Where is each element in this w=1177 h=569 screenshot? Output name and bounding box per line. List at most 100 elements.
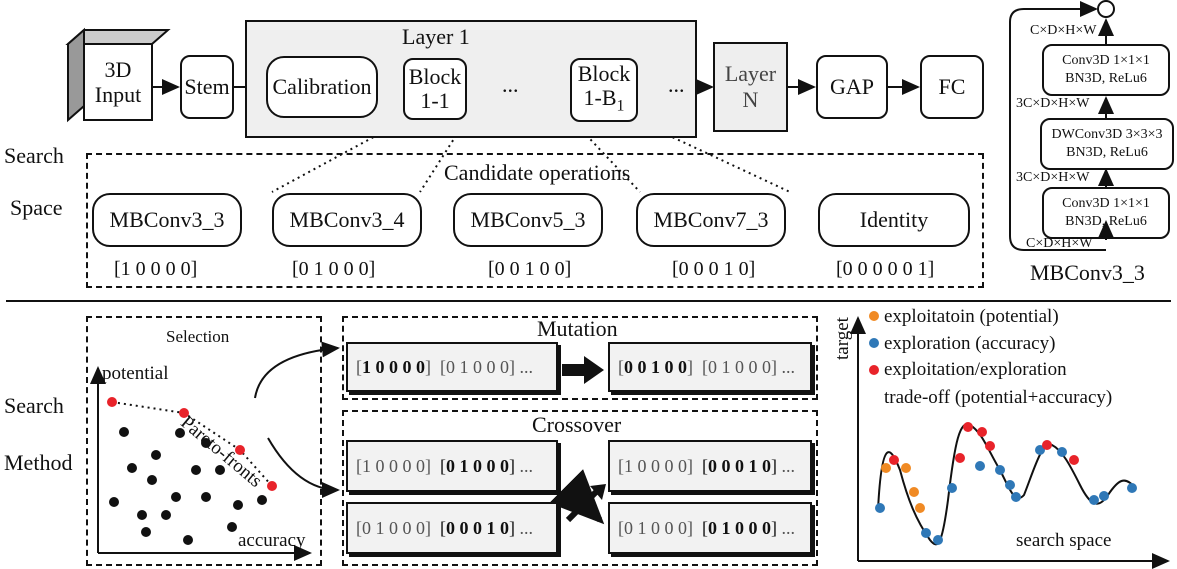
legend-blue: exploration (accuracy) — [884, 333, 1056, 354]
mbconv-block-bottom-line2: BN3D, ReLu6 — [1065, 214, 1147, 229]
blue-point — [1057, 447, 1067, 457]
orange-point — [909, 487, 919, 497]
search-space-label-1: Search — [4, 143, 64, 168]
red-point — [985, 441, 995, 451]
op-code-3: [0 0 0 1 0] — [672, 258, 756, 280]
input-label: 3D Input — [94, 57, 142, 107]
blue-point — [1011, 492, 1021, 502]
legend-red-dot — [869, 365, 879, 375]
op-mbconv3-4: MBConv3_4 — [272, 193, 422, 247]
op-code-0: [1 0 0 0 0] — [114, 258, 198, 280]
red-point — [1069, 455, 1079, 465]
input-cube-icon — [65, 27, 171, 123]
dim-mid-2: 3C×D×H×W — [1016, 170, 1090, 185]
blue-point — [933, 535, 943, 545]
stem-block: Stem — [180, 55, 234, 119]
pareto-point — [267, 481, 277, 491]
block-1-b1-top: Block — [577, 60, 631, 86]
population-point — [147, 475, 157, 485]
pareto-point — [235, 445, 245, 455]
population-point — [215, 465, 225, 475]
mbconv-block-top: Conv3D 1×1×1 BN3D, ReLu6 — [1042, 44, 1170, 96]
orange-point — [915, 503, 925, 513]
crossover-left-top: [1 0 0 0 0] [0 1 0 0 0] ... — [346, 440, 558, 492]
population-point — [201, 492, 211, 502]
population-point — [119, 427, 129, 437]
op-mbconv7-3: MBConv7_3 — [636, 193, 786, 247]
population-point — [201, 438, 211, 448]
red-point — [955, 453, 965, 463]
op-code-2: [0 0 1 0 0] — [488, 258, 572, 280]
pareto-point — [107, 397, 117, 407]
op-mbconv3-3: MBConv3_3 — [92, 193, 242, 247]
blue-point — [1089, 495, 1099, 505]
blue-point — [1099, 491, 1109, 501]
population-point — [183, 535, 193, 545]
blue-point — [875, 503, 885, 513]
mbconv-block-mid-line1: DWConv3D 3×3×3 — [1051, 127, 1163, 142]
mutation-panel — [342, 316, 818, 400]
mbconv-title: MBConv3_3 — [1030, 260, 1145, 285]
red-point — [977, 427, 987, 437]
dim-bottom: C×D×H×W — [1026, 236, 1093, 251]
blue-point — [921, 528, 931, 538]
search-space-label-2: Space — [10, 195, 63, 220]
op-mbconv5-3: MBConv5_3 — [453, 193, 603, 247]
population-point — [151, 450, 161, 460]
legend-red-line2: trade-off (potential+accuracy) — [884, 387, 1113, 408]
selection-title: Selection — [166, 327, 230, 346]
add-icon — [1097, 0, 1115, 18]
population-point — [161, 510, 171, 520]
block-1-1: Block 1-1 — [403, 58, 467, 120]
gap-block: GAP — [816, 55, 888, 119]
legend-blue-dot — [869, 338, 879, 348]
layer-1-title: Layer 1 — [402, 24, 470, 49]
search-space-axis-label: search space — [1016, 530, 1112, 551]
red-point — [1042, 440, 1052, 450]
population-point — [257, 495, 267, 505]
ellipsis-b: ... — [668, 72, 685, 97]
block-1-b1-bottom: 1-B1 — [583, 84, 625, 115]
blue-point — [947, 483, 957, 493]
fc-block: FC — [920, 55, 984, 119]
population-point — [171, 492, 181, 502]
mutation-title: Mutation — [537, 316, 618, 341]
population-point — [137, 510, 147, 520]
crossover-right-bottom: [0 1 0 0 0] [0 1 0 0 0] ... — [608, 502, 812, 554]
population-point — [191, 465, 201, 475]
op-code-1: [0 1 0 0 0] — [292, 258, 376, 280]
op-code-4: [0 0 0 0 0 1] — [836, 258, 935, 280]
candidate-ops-title: Candidate operations — [444, 160, 631, 185]
selection-panel — [86, 316, 322, 566]
selection-axis-x: accuracy — [238, 530, 306, 551]
population-point — [127, 463, 137, 473]
legend-orange: exploitatoin (potential) — [884, 306, 1059, 327]
red-point — [889, 455, 899, 465]
population-point — [175, 428, 185, 438]
target-axis-label: target — [832, 317, 853, 360]
search-method-label-1: Search — [4, 393, 64, 418]
mbconv-block-mid-line2: BN3D, ReLu6 — [1066, 145, 1148, 160]
mbconv-block-mid: DWConv3D 3×3×3 BN3D, ReLu6 — [1040, 118, 1174, 170]
search-space-container — [86, 153, 984, 288]
dim-mid-1: 3C×D×H×W — [1016, 96, 1090, 111]
blue-point — [1035, 445, 1045, 455]
selection-axis-y: potential — [102, 363, 169, 384]
blue-point — [975, 461, 985, 471]
mutation-after: [0 0 1 0 0] [0 1 0 0 0] ... — [608, 342, 812, 392]
mbconv-block-bottom: Conv3D 1×1×1 BN3D, ReLu6 — [1042, 187, 1170, 239]
mbconv-block-bottom-line1: Conv3D 1×1×1 — [1062, 196, 1150, 211]
red-point — [963, 422, 973, 432]
crossover-right-top: [1 0 0 0 0] [0 0 0 1 0] ... — [608, 440, 812, 492]
population-point — [233, 500, 243, 510]
mbconv-block-top-line1: Conv3D 1×1×1 — [1062, 53, 1150, 68]
op-identity: Identity — [818, 193, 970, 247]
population-point — [227, 522, 237, 532]
crossover-title: Crossover — [532, 412, 622, 437]
population-point — [141, 527, 151, 537]
blue-point — [995, 465, 1005, 475]
mutation-before: [1 0 0 0 0] [0 1 0 0 0] ... — [346, 342, 558, 392]
orange-point — [901, 463, 911, 473]
pareto-point — [179, 408, 189, 418]
